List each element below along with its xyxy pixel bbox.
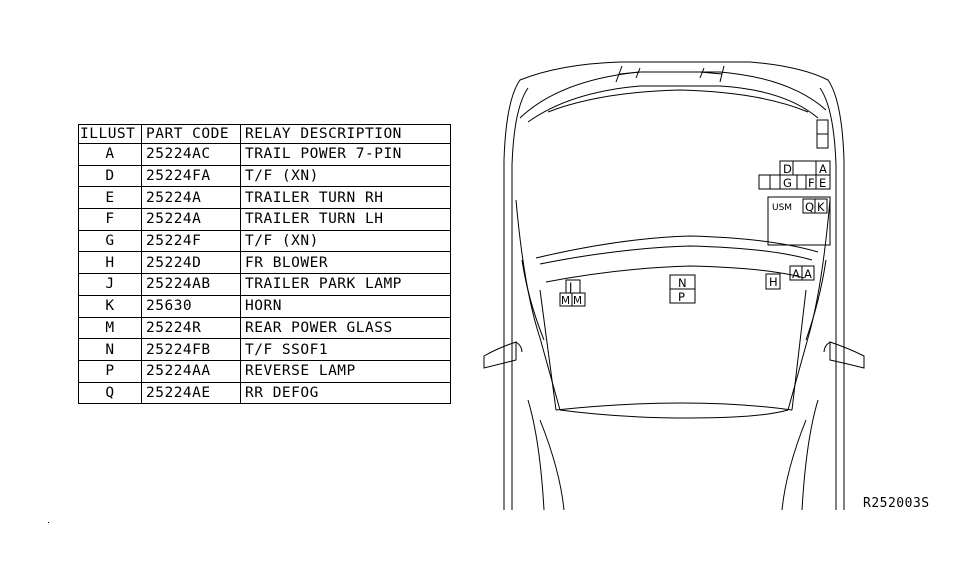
header-relay-description: RELAY DESCRIPTION [240,124,451,144]
relay-labels: D A G F E USM Q K J M M N P H A A [561,162,827,307]
cell-part-code: 25224F [141,229,241,253]
label-e: E [819,176,826,190]
table-header-row: ILLUST PART CODE RELAY DESCRIPTION [78,124,451,144]
label-a-top: A [819,162,827,176]
cell-part-code: 25224A [141,208,241,231]
cell-part-code: 25224AC [141,143,241,166]
label-d: D [783,162,792,176]
cell-part-code: 25224D [141,251,241,275]
cell-part-code: 25630 [141,294,241,318]
cell-relay-description: REAR POWER GLASS [240,316,451,340]
cell-relay-description: RR DEFOG [240,381,451,405]
cell-relay-description: TRAILER TURN RH [240,186,451,210]
cell-part-code: 25224A [141,186,241,210]
cell-part-code: 25224AB [141,273,241,296]
cell-part-code: 25224AA [141,359,241,383]
label-m1: M [561,295,570,307]
cell-relay-description: T/F (XN) [240,229,451,253]
cell-part-code: 25224AE [141,381,241,405]
label-a1: A [792,267,800,281]
cell-relay-description: TRAILER TURN LH [240,208,451,231]
label-h: H [769,275,778,289]
vehicle-outline [483,61,865,511]
label-p: P [678,290,685,304]
relay-boxes [559,119,831,307]
header-illust: ILLUST [78,124,142,144]
cell-relay-description: TRAIL POWER 7-PIN [240,143,451,166]
cell-relay-description: HORN [240,294,451,318]
label-a2: A [804,267,812,281]
label-g: G [783,176,792,190]
label-q: Q [805,200,814,214]
reference-code: R252003S [863,496,930,511]
label-j: J [568,280,572,294]
label-m2: M [573,295,582,307]
cell-part-code: 25224FB [141,338,241,361]
cell-relay-description: TRAILER PARK LAMP [240,273,451,296]
label-f: F [808,176,815,190]
label-usm: USM [772,203,792,213]
label-k: K [817,200,825,214]
stray-mark [48,522,49,523]
label-n: N [678,276,687,290]
cell-relay-description: T/F (XN) [240,164,451,188]
